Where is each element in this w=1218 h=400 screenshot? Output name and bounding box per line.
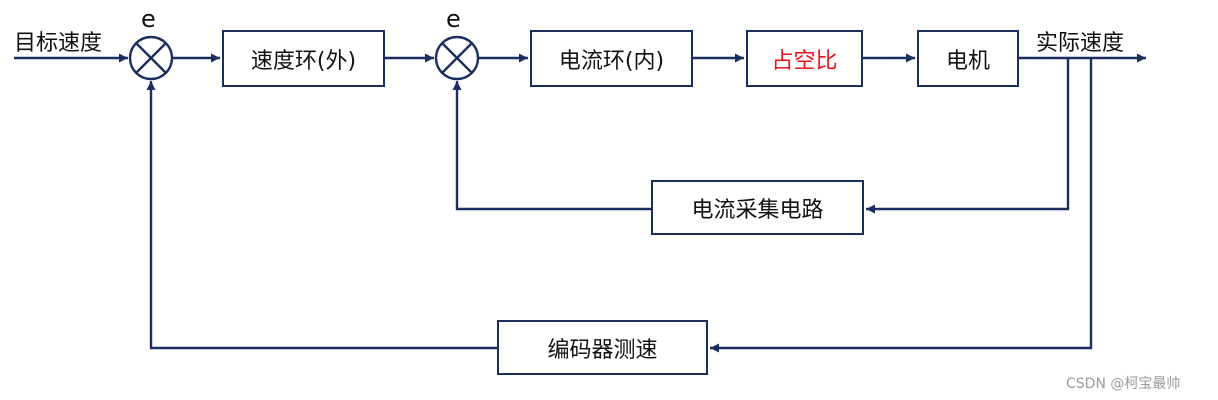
error-label-outer: e (141, 5, 156, 33)
feedback-to-encoder (710, 58, 1093, 353)
watermark: CSDN @柯宝最帅 (1066, 376, 1181, 392)
speed-loop-block: 速度环(外) (222, 30, 385, 87)
duty-cycle-block: 占空比 (746, 30, 863, 87)
feedback-to-current-sampling (866, 58, 1070, 214)
feedback-current-to-junction (452, 81, 651, 211)
motor-block: 电机 (917, 30, 1019, 87)
feedback-encoder-to-junction (146, 81, 497, 350)
current-sampling-block: 电流采集电路 (651, 180, 864, 235)
error-label-inner: e (446, 5, 461, 33)
encoder-block: 编码器测速 (497, 320, 708, 375)
output-label: 实际速度 (1036, 31, 1125, 56)
current-loop-block: 电流环(内) (530, 30, 693, 87)
input-label: 目标速度 (14, 31, 103, 56)
